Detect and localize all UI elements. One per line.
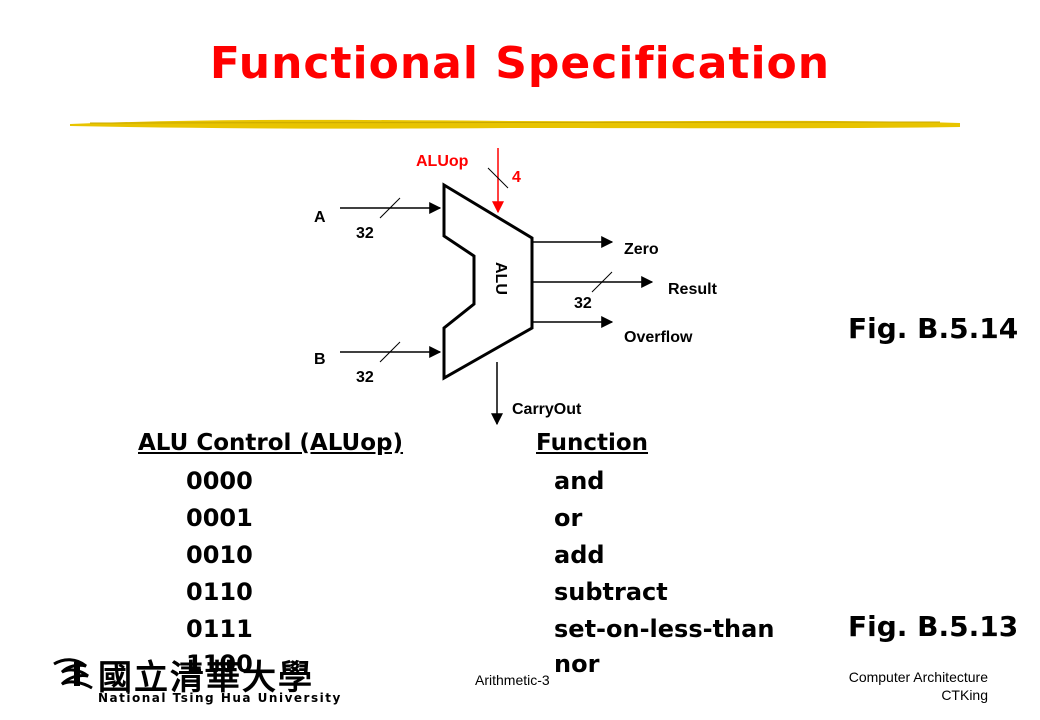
table-row-code: 0111 (186, 615, 253, 643)
result-bus-slash (591, 271, 613, 293)
result-width-label: 32 (574, 295, 592, 312)
table-row-function: set-on-less-than (554, 615, 775, 643)
figure-caption-top: Fig. B.5.14 (848, 312, 1019, 345)
aluop-bus-slash (487, 167, 509, 189)
table-row-function: and (554, 467, 605, 495)
table-header-code: ALU Control (ALUop) (138, 430, 404, 456)
logo-english-name: National Tsing Hua University (98, 691, 342, 705)
logo-chinese-name: 國立清華大學 (98, 658, 314, 698)
figure-caption-bottom: Fig. B.5.13 (848, 610, 1019, 643)
footer-course-title: Computer Architecture (848, 669, 988, 685)
result-label: Result (668, 281, 718, 298)
aluop-width-label: 4 (512, 169, 521, 186)
table-row-function: nor (554, 650, 600, 678)
footer-course: Computer Architecture CTKing (849, 668, 988, 704)
table-row-code: 0110 (186, 578, 253, 606)
page-title: Functional Specification (209, 38, 831, 89)
input-b-label: B (314, 351, 326, 368)
table-row-code: 1100 (186, 650, 253, 678)
table-row-function: or (554, 504, 583, 532)
table-row-code: 0001 (186, 504, 253, 532)
aluop-label: ALUop (416, 153, 469, 170)
table-header-function: Function (536, 430, 649, 456)
input-a-bus-slash (379, 197, 401, 219)
input-b-bus-slash (379, 341, 401, 363)
table-row-code: 0000 (186, 467, 253, 495)
table-row-function: add (554, 541, 605, 569)
table-row-code: 0010 (186, 541, 253, 569)
carryout-label: CarryOut (512, 401, 582, 418)
footer-author: CTKing (941, 687, 988, 703)
input-b-width-label: 32 (356, 369, 374, 386)
alu-label: ALU (492, 262, 509, 295)
input-a-width-label: 32 (356, 225, 374, 242)
footer-slide-label: Arithmetic-3 (475, 672, 550, 688)
overflow-label: Overflow (624, 329, 693, 346)
alu-body (442, 182, 534, 381)
input-a-label: A (314, 209, 326, 226)
zero-label: Zero (624, 241, 659, 258)
table-row-function: subtract (554, 578, 668, 606)
title-underline (70, 119, 960, 129)
